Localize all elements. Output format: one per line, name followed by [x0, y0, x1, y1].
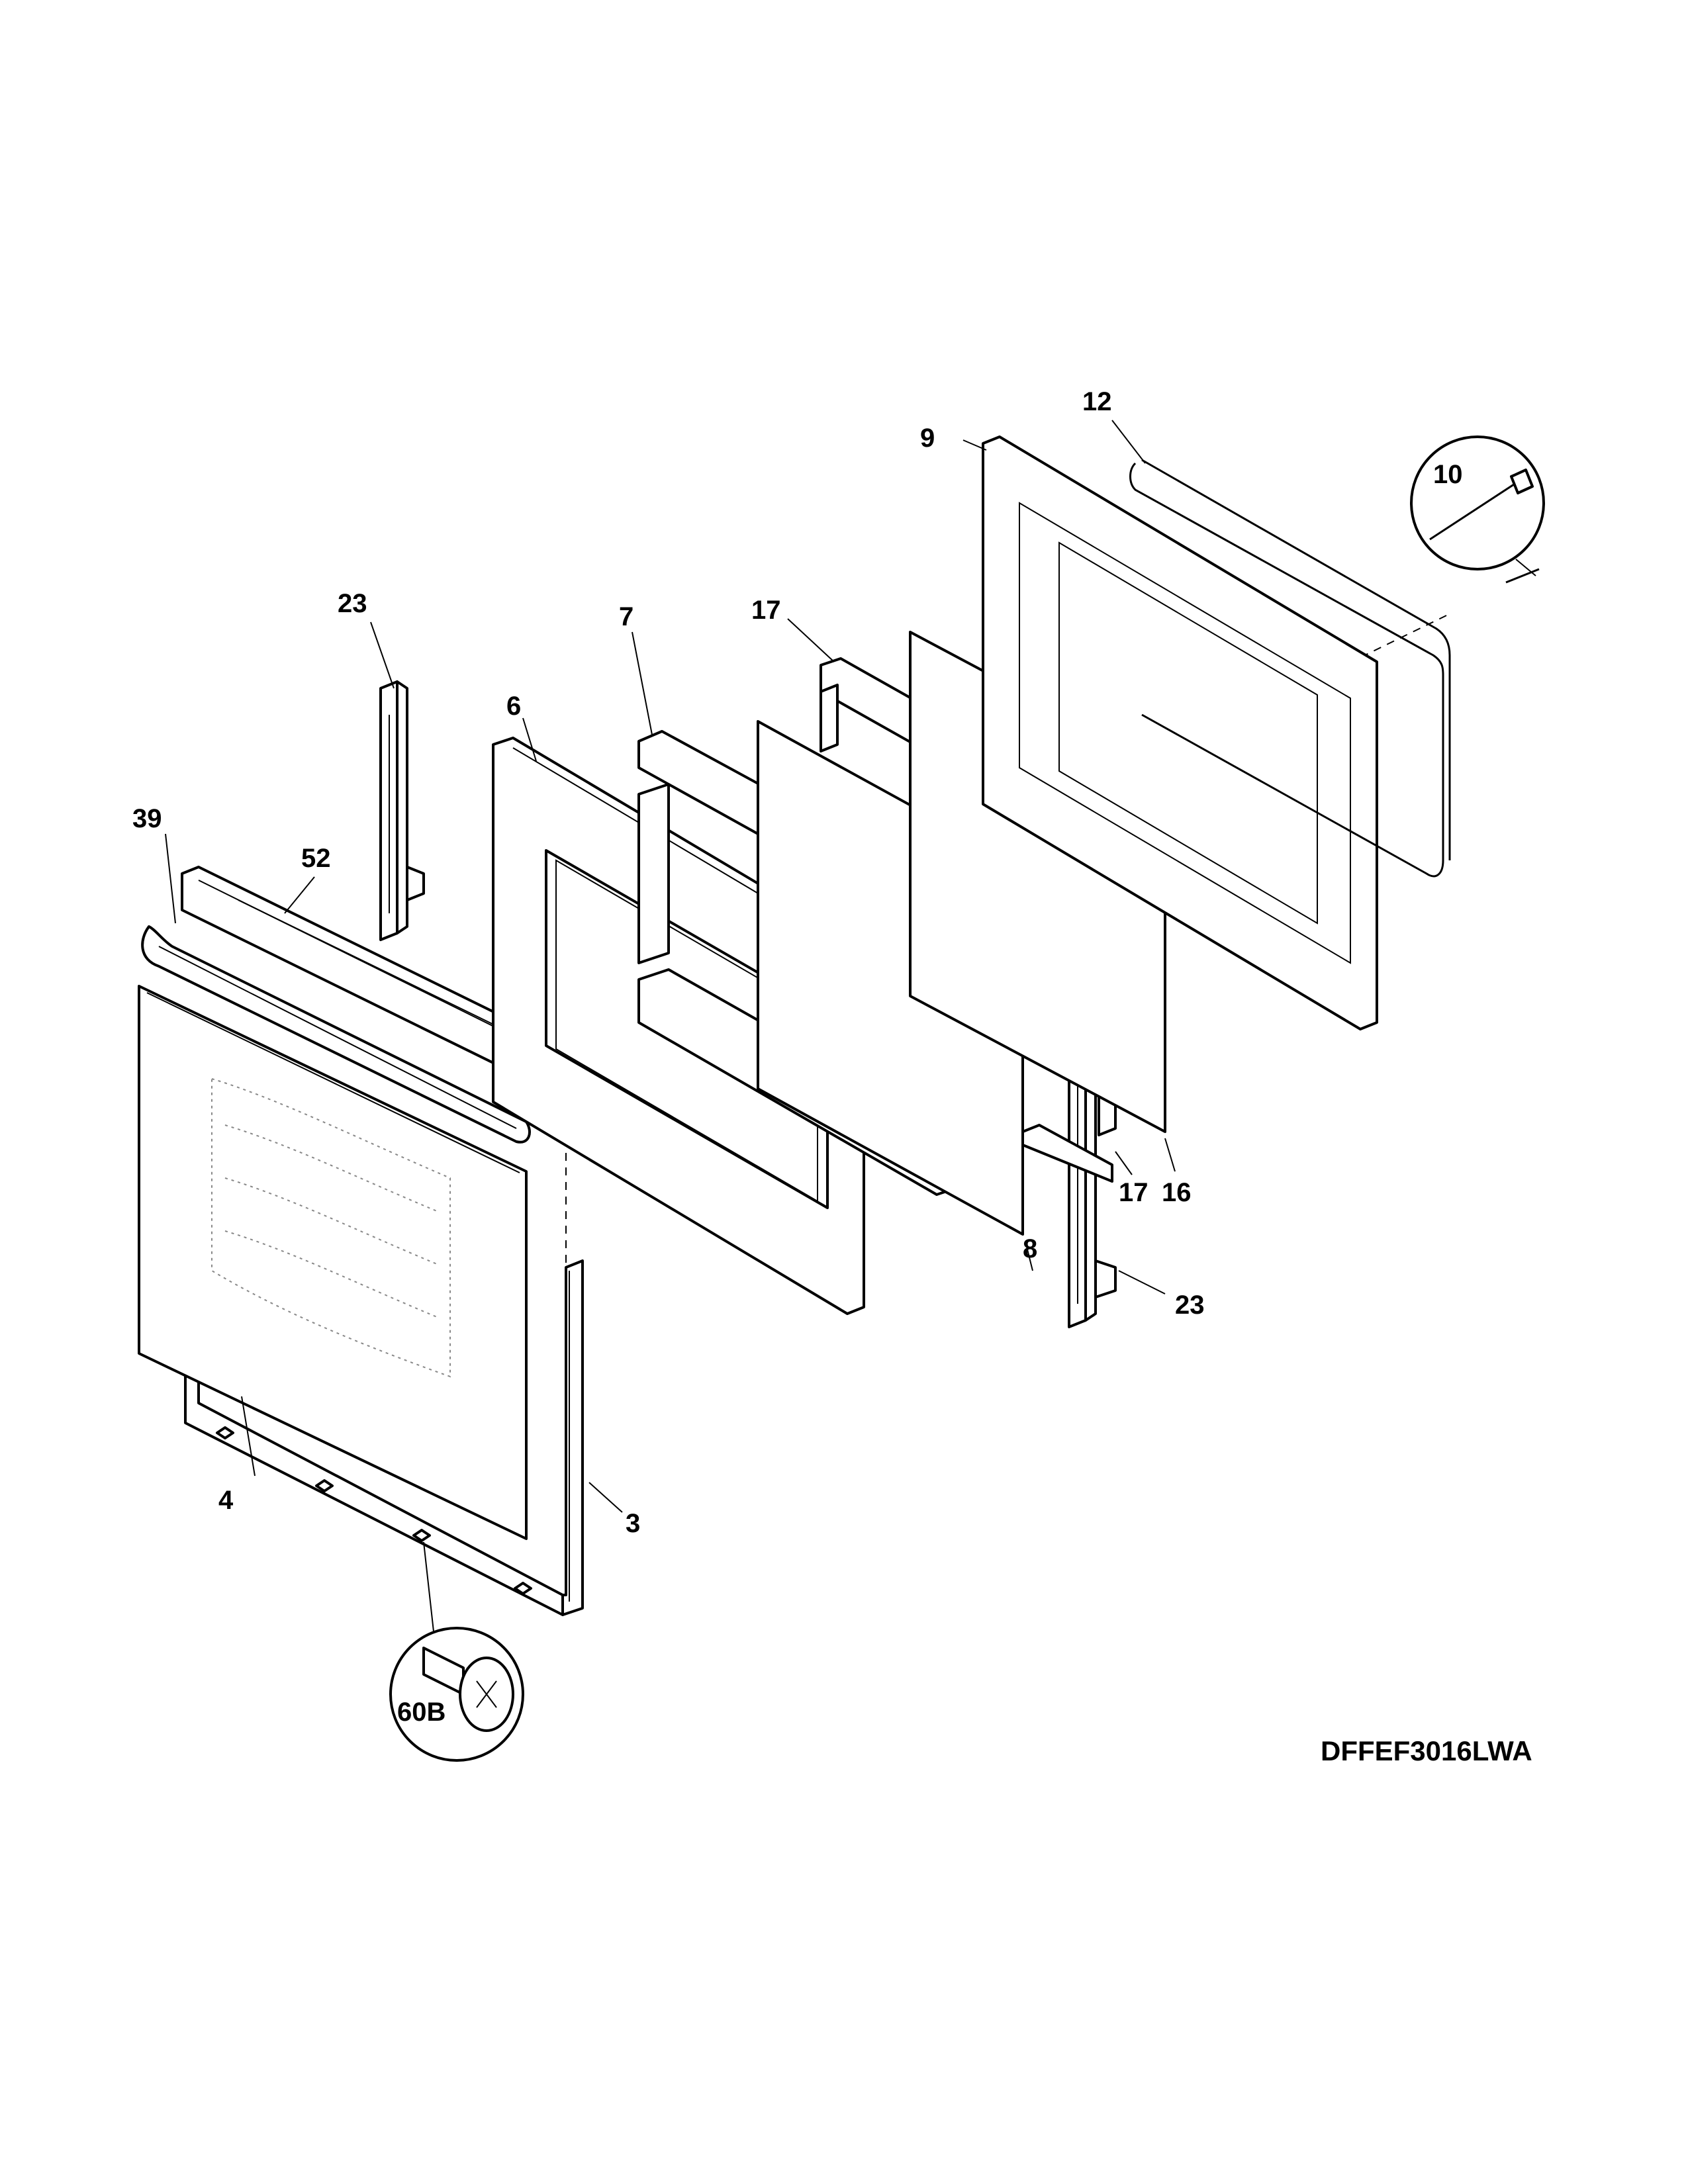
callout-52: 52: [301, 844, 331, 873]
callout-16: 16: [1162, 1178, 1192, 1207]
detail-circle-part-60b: [389, 1627, 524, 1762]
callout-9: 9: [920, 424, 935, 453]
callout-39: 39: [132, 804, 162, 833]
callout-23-bottom: 23: [1175, 1291, 1205, 1320]
callout-17-bottom: 17: [1119, 1178, 1149, 1207]
callout-6: 6: [506, 692, 521, 721]
callout-4: 4: [218, 1486, 234, 1515]
leader-lines: [165, 420, 1176, 1632]
callout-3: 3: [626, 1509, 640, 1538]
callout-12: 12: [1082, 387, 1112, 416]
model-code: DFFEF3016LWA: [1321, 1735, 1532, 1766]
callout-7: 7: [619, 602, 633, 631]
hinge-right-part-23: [1068, 1034, 1117, 1328]
callout-10: 10: [1433, 460, 1463, 489]
door-handle-part-39: [141, 925, 531, 1144]
screw-group: [216, 1426, 532, 1595]
hinge-left-part-23: [379, 680, 425, 941]
callout-17-top: 17: [751, 596, 781, 625]
door-gasket-part-12: [1129, 459, 1451, 878]
callout-23-top: 23: [338, 589, 367, 618]
door-liner-part-9: [982, 435, 1378, 1030]
detail-circle-part-10: [1410, 435, 1545, 584]
outer-glass-part-4: [138, 985, 528, 1540]
callout-labels: 9 12 10 7 17 6 23 39 52 16 17 8 23 4 3 6…: [132, 387, 1463, 1727]
callout-60b: 60B: [397, 1698, 445, 1727]
callout-8: 8: [1023, 1234, 1037, 1263]
